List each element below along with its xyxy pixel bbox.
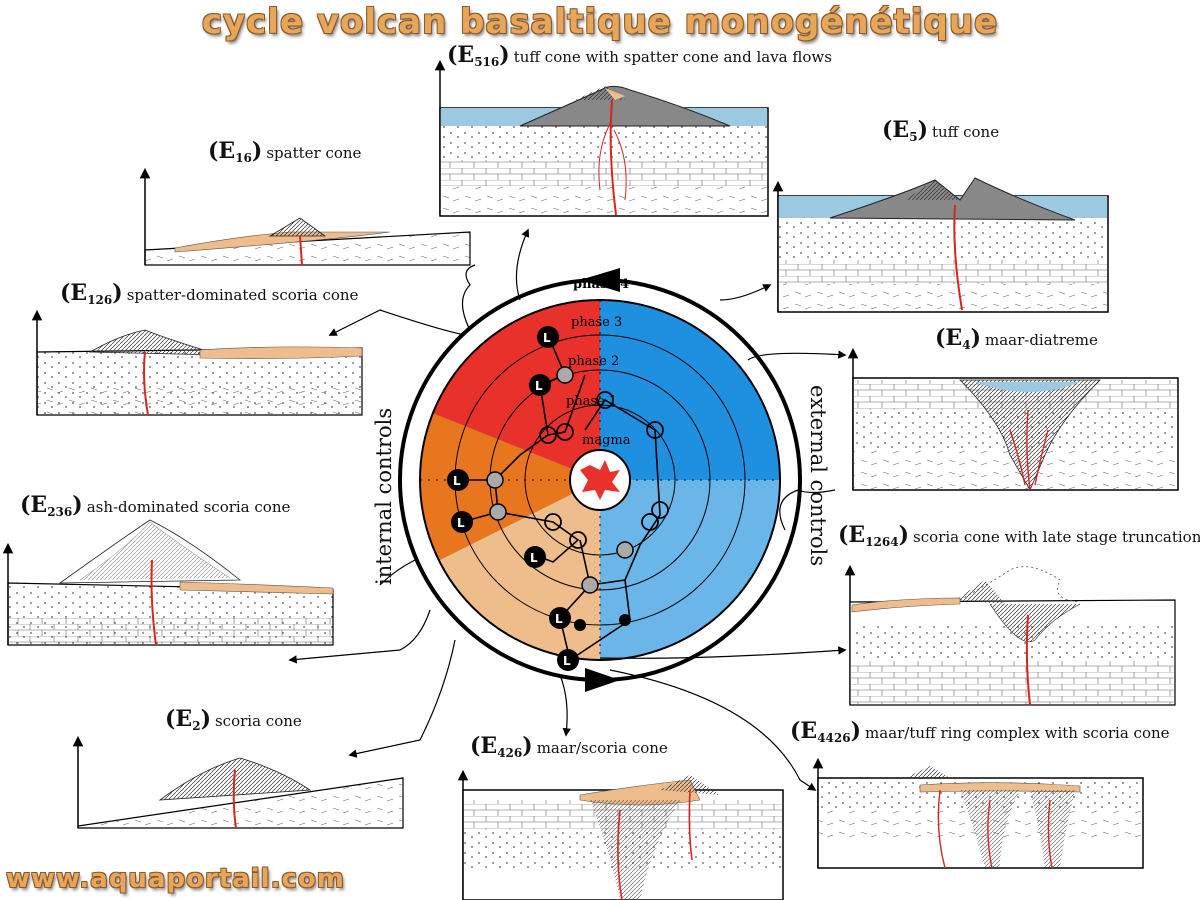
panel-e516-section <box>434 59 769 217</box>
panel-e16-label: (E16)spatter cone <box>208 138 362 165</box>
node-l-label: L <box>457 516 465 530</box>
phase-disc <box>398 278 802 682</box>
node-l-label: L <box>543 331 551 345</box>
panel-e236-section <box>2 519 334 646</box>
panel-e126-label: (E126)spatter-dominated scoria cone <box>60 280 359 307</box>
panel-e236-label: (E236)ash-dominated scoria cone <box>20 492 291 519</box>
panel-e4426-section <box>812 757 1144 869</box>
panel-e5-label: (E5)tuff cone <box>882 117 1000 144</box>
node-open <box>556 423 574 441</box>
panel-e1264-section <box>844 564 1176 706</box>
panel-e516-label: (E516)tuff cone with spatter cone and la… <box>447 42 832 69</box>
node-black <box>619 614 631 626</box>
external-controls-label: external controls <box>806 385 830 567</box>
phase-1-label: phase 1 <box>566 394 617 409</box>
node-open <box>544 513 562 531</box>
page-title: cycle volcan basaltique monogénétique <box>201 2 999 42</box>
panel-e1264-label: (E1264)scoria cone with late stage trunc… <box>838 522 1200 549</box>
node-open <box>641 513 659 531</box>
ring-arrow-bottom <box>585 668 620 692</box>
node-group <box>486 366 669 631</box>
node-open <box>539 426 557 444</box>
panel-e426-label: (E426)maar/scoria cone <box>470 733 668 760</box>
phase-3-label: phase 3 <box>571 315 622 330</box>
magma-label: magma <box>582 433 631 448</box>
node-gray <box>486 471 504 489</box>
phase-2-label: phase 2 <box>568 354 619 369</box>
website-footer: www.aquaportail.com <box>6 864 345 894</box>
connector-arrows <box>288 228 847 791</box>
node-l-label: L <box>535 379 543 393</box>
panel-e4426-label: (E4426)maar/tuff ring complex with scori… <box>790 718 1170 745</box>
node-open <box>651 501 669 519</box>
l-nodes: L L L L L L L <box>447 326 579 671</box>
node-gray <box>489 503 507 521</box>
node-gray <box>616 541 634 559</box>
node-gray <box>581 576 599 594</box>
node-open <box>596 391 614 409</box>
panel-e126-section <box>31 309 363 416</box>
node-l-label: L <box>453 474 461 488</box>
node-l-label: L <box>530 551 538 565</box>
node-open <box>569 531 587 549</box>
internal-controls-label: internal controls <box>372 407 396 585</box>
ring-arrow-top <box>580 268 620 292</box>
panel-e426-section <box>457 769 784 900</box>
node-l-label: L <box>563 654 571 668</box>
panel-e4-section <box>847 347 1179 491</box>
panel-e16-section <box>139 167 471 266</box>
panel-e5-section <box>772 177 1109 313</box>
panel-e2-section <box>72 735 404 829</box>
panel-e2-label: (E2)scoria cone <box>165 706 302 733</box>
node-gray <box>556 366 574 384</box>
node-open <box>646 421 664 439</box>
node-black <box>574 619 586 631</box>
panel-e4-label: (E4)maar-diatreme <box>935 325 1098 352</box>
node-l-label: L <box>555 612 563 626</box>
